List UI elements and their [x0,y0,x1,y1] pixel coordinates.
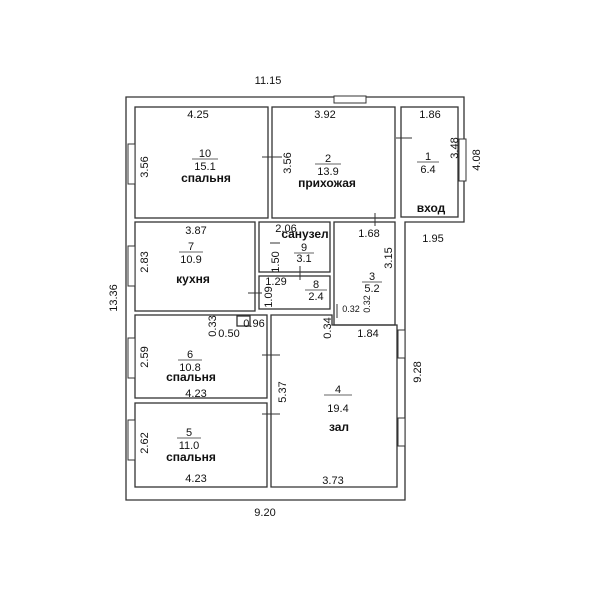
dim-top: 11.15 [255,75,282,87]
room-name: спальня [166,370,216,384]
room-number: 9 [301,242,307,254]
window-left-4 [127,419,136,461]
room-9-box [258,221,331,273]
room-4-box [270,314,398,488]
room-name: зал [329,420,349,434]
room-1-box [400,106,459,218]
room-dim: 0.32 [342,304,360,314]
dim-right-upper: 4.08 [471,149,483,170]
room-dim: 3.87 [185,225,206,237]
room-number: 10 [199,148,211,160]
room-dim: 3.56 [139,156,151,177]
room-area: 6.4 [420,164,435,176]
room-number: 5 [186,427,192,439]
dim-bottom: 9.20 [254,507,275,519]
room-dim: 1.68 [358,228,379,240]
room-dim: 3.56 [282,152,294,173]
room-dim: 5.37 [277,381,289,402]
room-number: 8 [313,279,319,291]
window-right-1 [458,138,467,182]
dim-left: 13.36 [108,284,120,312]
room-number: 3 [369,271,375,283]
room-dim: 3.73 [322,475,343,487]
room-area: 13.9 [317,166,338,178]
room-dim: 4.23 [185,388,206,400]
room-area: 5.2 [364,283,379,295]
window-right-3 [397,417,406,447]
dim-step: 1.95 [422,233,443,245]
room-dim: 2.62 [139,432,151,453]
room-9: санузел 9 3.1 2.06 1.50 [270,223,329,273]
room-10: 10 15.1 спальня 4.25 3.56 [139,109,231,185]
room-2: 2 13.9 прихожая 3.92 3.56 [282,109,356,190]
window-top [333,95,367,104]
room-dim: 2.06 [275,223,296,235]
room-area: 19.4 [327,403,348,415]
room-6: 6 10.8 спальня 4.23 2.59 0.33 0.50 0.96 [139,315,265,400]
room-number: 1 [425,151,431,163]
room-dim: 3.48 [449,137,461,158]
room-area: 11.0 [179,440,200,452]
room-dim: 0.50 [218,328,239,340]
room-area: 15.1 [194,161,215,173]
room-5: 5 11.0 спальня 2.62 4.23 [139,427,216,485]
room-name: спальня [181,171,231,185]
window-left-1 [127,143,136,185]
room-number: 6 [187,349,193,361]
outer-wall [125,96,465,501]
room-dim: 2.59 [139,346,151,367]
room-dim: 1.86 [419,109,440,121]
room-dim: 3.15 [383,247,395,268]
door-marks [248,137,412,415]
room-dim: 1.29 [265,276,286,288]
room-name: вход [417,201,446,215]
room-name: спальня [166,450,216,464]
room-2-box [271,106,396,219]
shaft-box [236,315,251,327]
room-name: прихожая [298,176,356,190]
window-left-3 [127,337,136,379]
room-3: 3 5.2 1.68 3.15 0.32 0.32 [342,228,395,314]
room-7: 7 10.9 кухня 3.87 2.83 [139,225,210,286]
window-left-2 [127,245,136,287]
room-name: кухня [176,272,210,286]
room-dim: 0.33 [207,315,219,336]
room-dim: 4.23 [185,473,206,485]
room-dim: 1.84 [357,328,378,340]
room-dim: 0.96 [243,318,264,330]
room-area: 10.8 [179,362,200,374]
room-dim: 1.09 [263,286,275,307]
room-number: 2 [325,153,331,165]
room-area: 3.1 [296,253,311,265]
room-number: 4 [335,384,341,396]
room-name: санузел [281,227,328,241]
room-dim: 2.83 [139,251,151,272]
room-dim: 3.92 [314,109,335,121]
window-right-2 [397,329,406,359]
room-dim: 4.25 [187,109,208,121]
room-4: 4 19.4 зал 1.84 0.34 5.37 3.73 [277,317,379,487]
room-area: 10.9 [180,254,201,266]
room-dim: 0.34 [322,317,334,338]
room-8: 8 2.4 1.29 1.09 [263,276,327,308]
room-number: 7 [188,241,194,253]
room-dim: 1.50 [270,251,282,272]
room-1: 1 6.4 вход 1.86 3.48 [417,109,461,215]
dim-right-lower: 9.28 [412,361,424,382]
room-dim: 0.32 [362,295,372,313]
room-area: 2.4 [308,291,323,303]
